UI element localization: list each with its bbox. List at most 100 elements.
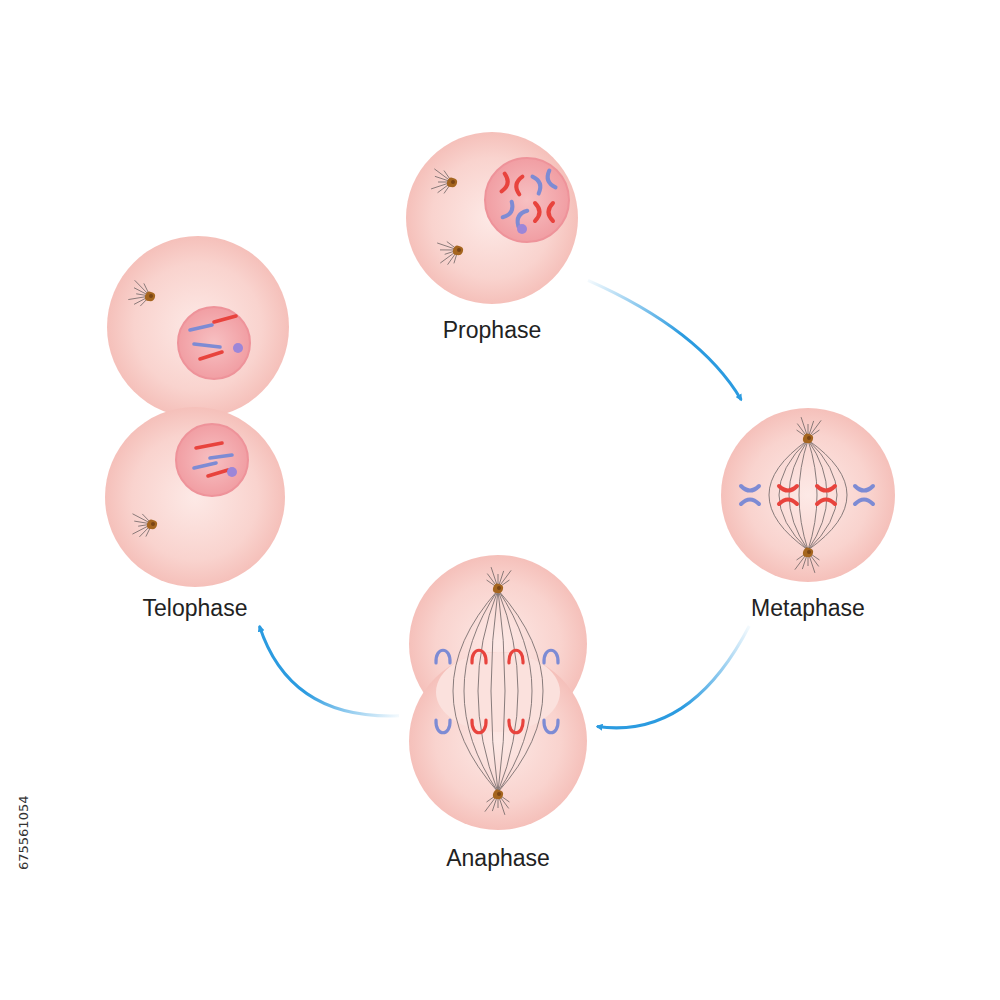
spindle-fiber [799, 440, 808, 550]
centrosomes [128, 169, 821, 815]
centriole [497, 586, 501, 590]
anaphase-cell-bottom [409, 652, 587, 830]
phase-cell: Metaphase [712, 400, 904, 626]
telophase-cell-top [107, 236, 289, 418]
chromatid [549, 203, 554, 221]
cycle-arrow [588, 280, 741, 400]
chromatid [855, 486, 873, 491]
cell-bodies [105, 132, 895, 830]
chromatid [472, 720, 486, 733]
spindle-fiber [808, 440, 847, 550]
nucleus [485, 158, 569, 242]
chromosome [817, 486, 835, 504]
chromosomes [190, 170, 873, 732]
chromatid [779, 486, 797, 491]
chromosome [210, 455, 232, 458]
chromatid [436, 720, 450, 733]
phase-label: Prophase [396, 317, 588, 344]
phase-cell: Telophase [94, 230, 296, 626]
spindle-fiber [808, 440, 827, 550]
cycle-arrow [259, 626, 399, 716]
metaphase-cell [721, 408, 895, 582]
spindle-fiber [808, 440, 837, 550]
phase-cell: Prophase [396, 128, 588, 348]
chromosome [855, 486, 873, 504]
chromosome [194, 463, 216, 468]
chromatid [741, 500, 759, 505]
chromosome [532, 170, 555, 193]
chromatid [515, 176, 523, 195]
chromosome [502, 174, 523, 195]
chromosome [741, 486, 759, 504]
centriole [807, 436, 811, 440]
spindle-fiber [498, 590, 505, 792]
chromosome [779, 486, 797, 504]
spindle-fiber [453, 590, 498, 792]
chromosome [535, 203, 553, 221]
spindle-fiber [478, 590, 498, 792]
telophase-cell-bottom [105, 407, 285, 587]
centrosome [147, 520, 157, 530]
stock-number: 675561054 [16, 796, 31, 870]
nucleus [178, 307, 250, 379]
spindle-fiber [498, 590, 532, 792]
phase-label: Anaphase [399, 845, 597, 872]
spindle-fiber [491, 590, 498, 792]
centrosome [803, 548, 813, 558]
chromatid [741, 486, 759, 491]
spindle-fiber [789, 440, 808, 550]
chromatid [855, 500, 873, 505]
chromosome [190, 325, 212, 330]
chromatid [514, 208, 527, 226]
phase-cell: Anaphase [399, 548, 597, 876]
chromosome [200, 352, 222, 359]
chromatid [509, 650, 523, 663]
prophase-cell [406, 132, 578, 304]
centrosome [803, 434, 813, 444]
cycle-arrow [597, 626, 749, 728]
spindle-fiber [779, 440, 808, 550]
chromatid [472, 650, 486, 663]
nucleolus [517, 224, 527, 234]
chromosome [208, 470, 228, 476]
chromatid [532, 175, 542, 193]
centrosome [453, 246, 463, 256]
chromatid [545, 170, 555, 188]
centrosome [493, 584, 503, 594]
centriole [151, 522, 155, 526]
centrosome [493, 790, 503, 800]
chromatid [535, 203, 540, 221]
spindle-fiber [498, 590, 543, 792]
chromatid [817, 486, 835, 491]
chromatid [544, 720, 558, 733]
nucleolus [233, 343, 243, 353]
spindle-fiber [769, 440, 808, 550]
phase-label: Metaphase [712, 595, 904, 622]
centriole [497, 792, 501, 796]
chromatid [509, 720, 523, 733]
phase-label: Telophase [94, 595, 296, 622]
chromosome [214, 316, 236, 322]
spindle-fiber [464, 590, 498, 792]
centriole [457, 248, 461, 252]
chromatid [817, 500, 835, 505]
centrosome [145, 292, 155, 302]
centrosome [447, 178, 457, 188]
anaphase-cell-middle [436, 652, 560, 732]
chromatid [544, 650, 558, 663]
chromatid [779, 500, 797, 505]
chromatid [502, 174, 510, 193]
chromatid [436, 650, 450, 663]
nucleus [176, 424, 248, 496]
chromosome [194, 344, 220, 347]
chromosome [196, 443, 222, 448]
chromosome [503, 202, 528, 227]
centriole [807, 550, 811, 554]
chromatid [503, 202, 516, 220]
spindle-fiber [808, 440, 817, 550]
centriole [451, 180, 455, 184]
centriole [149, 294, 153, 298]
nucleolus [227, 467, 237, 477]
